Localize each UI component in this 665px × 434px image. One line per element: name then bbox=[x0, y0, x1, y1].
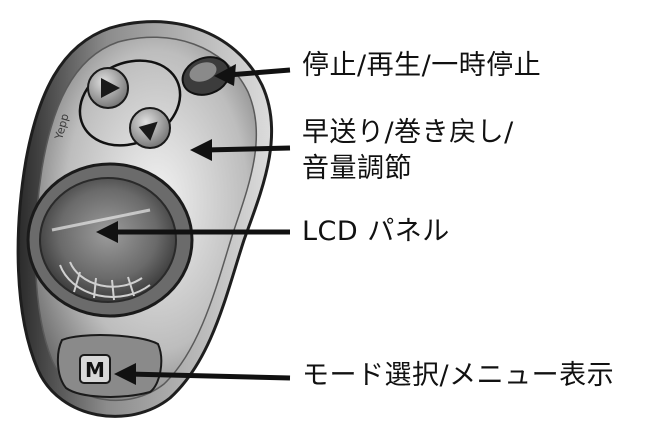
mode-key bbox=[79, 354, 111, 384]
rewind-triangle-icon bbox=[138, 121, 158, 141]
callout-seek-volume: 早送り/巻き戻し/ 音量調節 bbox=[302, 115, 514, 187]
callout-volume-text: 音量調節 bbox=[302, 153, 412, 184]
callout-lcd: LCD パネル bbox=[302, 214, 450, 250]
arrow-seek bbox=[204, 145, 291, 153]
arrow-playback bbox=[227, 67, 291, 78]
lcd-panel bbox=[39, 177, 177, 303]
callout-playback-text: 停止/再生/一時停止 bbox=[302, 50, 542, 81]
callout-mode-text: モード選択/メニュー表示 bbox=[302, 360, 615, 391]
callout-seek-text: 早送り/巻き戻し/ bbox=[302, 117, 514, 148]
callout-lcd-text: LCD パネル bbox=[302, 216, 450, 247]
mode-key-letter: M bbox=[85, 358, 105, 382]
lcd-segments bbox=[59, 261, 151, 301]
callout-arrows bbox=[96, 64, 291, 385]
callout-playback: 停止/再生/一時停止 bbox=[302, 48, 541, 84]
arrow-mode bbox=[127, 371, 291, 381]
forward-triangle-icon bbox=[101, 78, 120, 98]
callout-mode: モード選択/メニュー表示 bbox=[302, 358, 614, 394]
